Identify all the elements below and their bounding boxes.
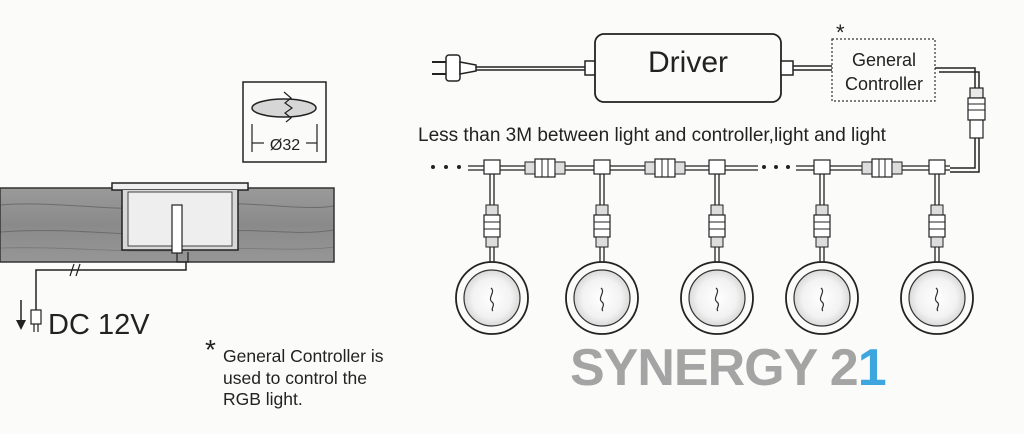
- brand-logo: SYNERGY 21: [570, 339, 887, 397]
- light-chain: [455, 159, 974, 335]
- light-unit: [455, 159, 529, 335]
- light-unit: [900, 159, 974, 335]
- chain-connector: [524, 158, 566, 178]
- controller-cable: [935, 67, 986, 173]
- brand-logo-text: SYNERGY 2: [570, 339, 859, 397]
- controller-label-line1: General: [852, 50, 916, 70]
- distance-note: Less than 3M between light and controlle…: [418, 125, 887, 146]
- brand-logo-digit: 1: [857, 339, 887, 397]
- driver-box: [584, 33, 832, 103]
- power-cable: [16, 262, 187, 332]
- light-unit: [785, 159, 859, 335]
- dc-voltage-label: DC 12V: [48, 309, 150, 341]
- chain-connector: [861, 158, 903, 178]
- continuation-dots-left: [431, 165, 461, 169]
- light-fixture-inset: [111, 182, 249, 263]
- controller-asterisk: *: [836, 20, 845, 45]
- footnote-asterisk: *: [205, 334, 216, 365]
- footnote-line: used to control the: [223, 367, 367, 388]
- controller-label-line2: Controller: [845, 74, 923, 94]
- hole-diameter-inset: [242, 81, 327, 163]
- footnote-text: General Controller is used to control th…: [223, 346, 383, 411]
- footnote-line: RGB light.: [223, 389, 303, 409]
- light-unit: [680, 159, 754, 335]
- light-unit: [565, 159, 639, 335]
- general-controller-box: [831, 38, 936, 102]
- footnote-line: General Controller is: [223, 346, 384, 366]
- chain-connector: [644, 158, 686, 178]
- power-plug: [432, 54, 585, 82]
- driver-label: Driver: [648, 46, 728, 79]
- continuation-dots-mid: [762, 165, 790, 169]
- hole-diameter-label: Ø32: [270, 137, 300, 154]
